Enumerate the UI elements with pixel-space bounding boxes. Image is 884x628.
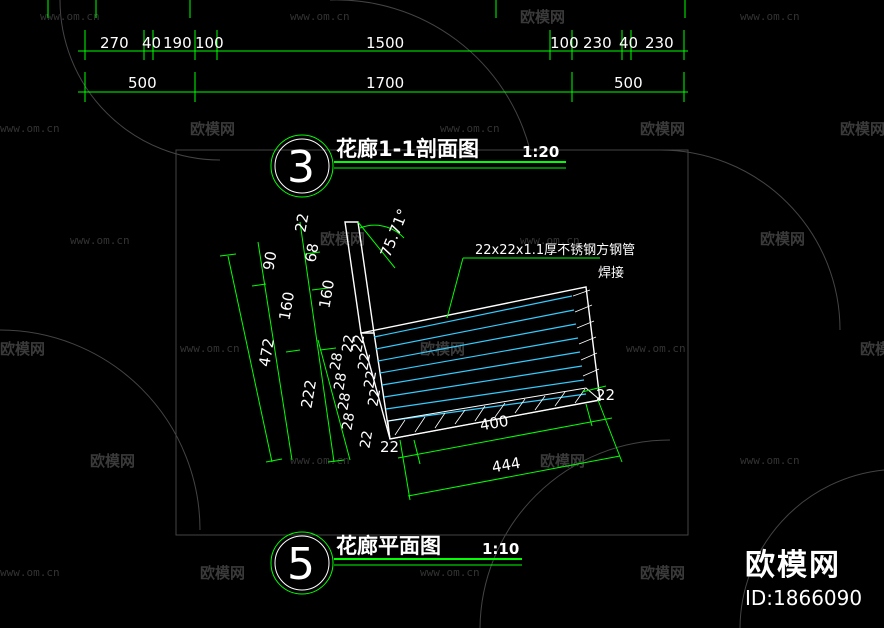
dim-label: 190 [163,34,192,52]
brand-id: ID:1866090 [745,586,863,610]
dim-label: 100 [195,34,224,52]
steel-tube-group [373,295,587,422]
dim-label: 1700 [366,74,404,92]
plan-title: 花廊平面图 [336,534,441,558]
plan-scale: 1:10 [482,540,519,558]
dim-mid: 160 [275,290,298,321]
watermark-url: www.om.cn [740,454,800,467]
plan-drawing: 75.71° 22x22x1.1厚不锈钢方钢管 焊接 472 90 160 22… [219,206,635,501]
dim-mid: 90 [259,250,280,272]
brand-badge: 欧模网 ID:1866090 [745,540,862,610]
stack-dim: 22 [349,333,368,353]
watermark-cn: 欧模网 [840,120,884,138]
watermark-url: www.om.cn [180,342,240,355]
stack-dim: 22 [357,429,376,449]
watermark-url: www.om.cn [290,454,350,467]
watermark-url: www.om.cn [40,10,100,23]
stack-dim: 22 [365,387,384,407]
dim-bottom: 22 [380,438,399,456]
watermark-url: www.om.cn [440,122,500,135]
plan-title-block: 5 花廊平面图 1:10 [270,531,522,595]
watermark-url: www.om.cn [740,10,800,23]
stack-dim: 28 [327,351,346,371]
dim-label: 230 [583,34,612,52]
plan-number: 5 [287,539,315,590]
watermark-url: www.om.cn [70,234,130,247]
dim-bottom: 400 [478,412,509,435]
dim-bottom: 444 [490,454,521,477]
left-dimensions: 472 90 160 222 22 68 160 [219,212,345,463]
material-note: 22x22x1.1厚不锈钢方钢管 [475,242,635,258]
watermark-cn: 欧模网 [320,230,365,248]
watermark-cn: 欧模网 [200,564,245,582]
dim-outer: 472 [255,337,278,368]
stack-dim: 28 [339,411,358,431]
section-number: 3 [287,142,315,193]
bottom-dimensions: 22 400 22 444 [380,385,623,501]
watermark-cn: 欧模网 [540,452,585,470]
top-dimension-lines [47,0,688,102]
watermark-cn: 欧模网 [520,8,565,26]
dim-inner: 68 [301,242,322,264]
watermark-url: www.om.cn [626,342,686,355]
stack-dim: 22 [361,369,380,389]
angle-label: 75.71° [377,206,413,260]
watermark-cn: 欧模网 [640,564,685,582]
dim-label: 500 [128,74,157,92]
dim-mid: 222 [297,378,320,409]
dim-label: 1500 [366,34,404,52]
dim-bottom: 22 [596,386,615,404]
stack-dim: 28 [331,371,350,391]
stack-dim: 22 [355,351,374,371]
stack-dim: 28 [335,391,354,411]
watermark-url: www.om.cn [420,566,480,579]
dim-inner: 160 [315,278,338,309]
watermark-cn: 欧模网 [190,120,235,138]
watermark-cn: 欧模网 [0,340,45,358]
watermark-url: www.om.cn [0,566,60,579]
dim-label: 100 [550,34,579,52]
watermarks: www.om.cn 欧模网 www.om.cn www.om.cn www.om… [0,8,884,582]
stacked-dimensions: 22 22 22 22 22 22 28 28 28 28 [317,333,384,461]
watermark-url: www.om.cn [290,10,350,23]
watermark-cn: 欧模网 [640,120,685,138]
section-scale: 1:20 [522,143,559,161]
watermark-url: www.om.cn [520,234,580,247]
dim-label: 40 [142,34,161,52]
section-title-block: 3 花廊1-1剖面图 1:20 [270,134,566,198]
watermark-cn: 欧模网 [90,452,135,470]
dim-label: 40 [619,34,638,52]
dim-label: 270 [100,34,129,52]
top-dimension-labels: 270 40 190 100 1500 100 230 40 230 500 1… [100,34,674,92]
watermark-cn: 欧模网 [760,230,805,248]
brand-name: 欧模网 [745,548,841,583]
weld-note: 焊接 [598,265,624,281]
stack-dim: 22 [339,333,358,353]
section-title: 花廊1-1剖面图 [336,137,479,161]
dim-inner: 22 [291,212,312,234]
watermark-cn: 欧模网 [860,340,884,358]
watermark-url: www.om.cn [0,122,60,135]
dim-label: 500 [614,74,643,92]
dim-label: 230 [645,34,674,52]
